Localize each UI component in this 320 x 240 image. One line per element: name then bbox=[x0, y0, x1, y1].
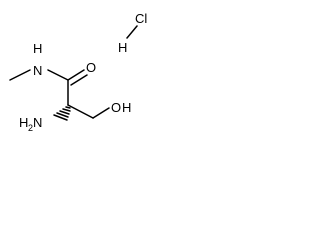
carbonyl-double-bond-1 bbox=[67, 69, 85, 81]
ch2-oh-bond bbox=[92, 107, 110, 119]
amine-n-label: N bbox=[33, 115, 42, 130]
stereo-hashed-wedge bbox=[53, 106, 71, 121]
amine-h-count-label: 2 bbox=[28, 123, 33, 133]
hydroxyl-o-label: O bbox=[111, 100, 121, 115]
amine-group: H 2 N bbox=[19, 115, 42, 133]
amide-n-label: N bbox=[33, 63, 42, 78]
methyl-n-bond bbox=[9, 69, 31, 81]
amide-n-hydrogen-label: H bbox=[33, 41, 42, 56]
chlorine-label: Cl bbox=[135, 11, 147, 26]
carbonyl-oxygen-label: O bbox=[86, 60, 96, 75]
amine-h-label: H bbox=[19, 115, 28, 130]
h-cl-bond bbox=[126, 25, 138, 39]
hydroxyl-group: O H bbox=[111, 100, 131, 115]
hydroxyl-h-label: H bbox=[122, 100, 131, 115]
molecule-structure: H Cl bbox=[9, 11, 147, 133]
chemical-structure-canvas: H Cl bbox=[0, 0, 160, 159]
hcl-salt: H Cl bbox=[118, 11, 147, 55]
hcl-hydrogen-label: H bbox=[118, 40, 127, 55]
alpha-ch2-bond bbox=[67, 104, 94, 119]
n-carbonyl-bond bbox=[47, 69, 69, 81]
amide-nh-group: H N bbox=[33, 41, 42, 78]
carbonyl-double-bond-2 bbox=[70, 74, 88, 86]
skeleton-bonds bbox=[9, 69, 110, 119]
